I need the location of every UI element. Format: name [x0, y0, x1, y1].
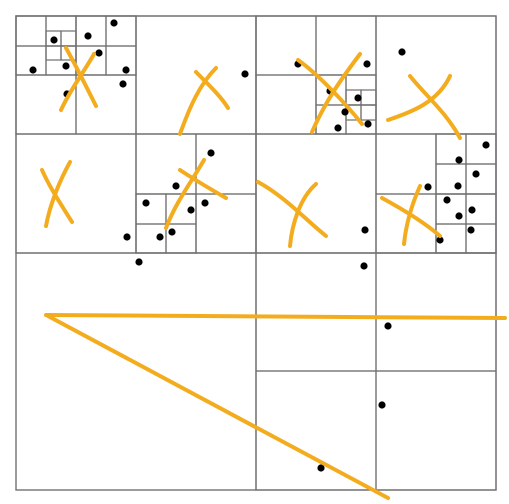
- data-point: [454, 182, 462, 190]
- annotation-stroke: [402, 184, 422, 246]
- quadtree-cell: [435, 163, 467, 195]
- annotation-stroke: [296, 58, 364, 126]
- data-point: [172, 182, 180, 190]
- quadtree-cell: [15, 252, 257, 491]
- annotation-stroke: [44, 313, 507, 320]
- data-point: [436, 236, 444, 244]
- data-point: [207, 149, 215, 157]
- quadtree-cell: [255, 252, 377, 372]
- data-point: [455, 156, 463, 164]
- data-point: [472, 170, 480, 178]
- quadtree-cell: [255, 74, 317, 135]
- quadtree-cell: [465, 133, 497, 165]
- annotation-stroke: [310, 52, 362, 134]
- data-point: [187, 206, 195, 214]
- data-point: [482, 141, 490, 149]
- quadtree-cell: [60, 45, 77, 61]
- quadtree-cell: [45, 45, 62, 61]
- data-point: [363, 60, 371, 68]
- data-point: [201, 199, 209, 207]
- data-point: [168, 228, 176, 236]
- quadtree-cell: [165, 223, 197, 254]
- annotation-stroke: [288, 182, 318, 248]
- data-point: [354, 94, 362, 102]
- data-point: [455, 212, 463, 220]
- data-point: [95, 49, 103, 57]
- annotation-stroke: [46, 314, 390, 500]
- quadtree-cell: [75, 15, 107, 47]
- data-point: [443, 196, 451, 204]
- quadtree-cell: [375, 370, 497, 491]
- data-point: [361, 226, 369, 234]
- quadtree-cell: [15, 133, 137, 254]
- data-point: [50, 36, 58, 44]
- annotation-stroke: [178, 66, 218, 136]
- annotation-stroke: [408, 74, 462, 140]
- data-point: [84, 32, 92, 40]
- annotation-stroke: [380, 196, 442, 238]
- quadtree-cell: [360, 89, 377, 106]
- data-point: [135, 258, 143, 266]
- quadtree-cell: [465, 163, 497, 195]
- quadtree-cell: [15, 15, 47, 47]
- data-point: [468, 206, 476, 214]
- quadtree-cell: [375, 252, 497, 372]
- annotation-stroke: [256, 180, 328, 238]
- data-point: [119, 80, 127, 88]
- annotation-stroke: [164, 158, 206, 230]
- data-point: [110, 19, 118, 27]
- data-point: [29, 66, 37, 74]
- data-point: [378, 401, 386, 409]
- data-point: [467, 226, 475, 234]
- data-point: [123, 233, 131, 241]
- annotation-stroke: [194, 70, 230, 110]
- data-point: [142, 199, 150, 207]
- annotation-stroke: [59, 52, 96, 112]
- data-point: [424, 183, 432, 191]
- annotation-stroke: [44, 160, 72, 228]
- annotation-stroke: [178, 168, 228, 200]
- annotation-stroke: [386, 74, 452, 122]
- annotation-stroke: [40, 168, 74, 224]
- quadtree-cell: [60, 30, 77, 47]
- quadtree-cell: [465, 223, 497, 254]
- quadtree-cell: [105, 45, 137, 76]
- quadtree-cell: [255, 370, 377, 491]
- data-point: [317, 464, 325, 472]
- quadtree-cell: [435, 193, 467, 225]
- data-points: [29, 19, 490, 472]
- quadtree-cell: [135, 15, 257, 135]
- quadtree-cell: [315, 104, 347, 135]
- quadtree-cell: [105, 15, 137, 47]
- data-point: [122, 66, 130, 74]
- data-point: [334, 124, 342, 132]
- data-point: [364, 120, 372, 128]
- data-point: [398, 48, 406, 56]
- data-point: [360, 262, 368, 270]
- quadtree-cell: [135, 193, 167, 225]
- data-point: [341, 108, 349, 116]
- orange-annotations: [40, 46, 507, 500]
- data-point: [156, 233, 164, 241]
- data-point: [62, 62, 70, 70]
- quadtree-grid: [15, 15, 497, 491]
- quadtree-cell: [360, 104, 377, 121]
- quadtree-cell: [15, 74, 77, 135]
- data-point: [241, 70, 249, 78]
- data-point: [384, 322, 392, 330]
